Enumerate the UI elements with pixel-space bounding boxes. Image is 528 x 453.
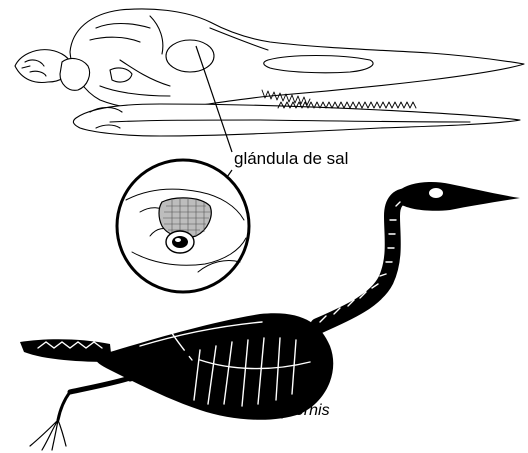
salt-gland-inset (117, 160, 249, 292)
tibia (70, 378, 130, 392)
tail (20, 339, 112, 362)
skull-orbit (166, 40, 214, 72)
skull-quadrate (60, 59, 90, 91)
genus-label: Baptornis (262, 402, 330, 420)
salt-gland-label: glándula de sal (234, 149, 348, 169)
toes (30, 420, 66, 450)
neck (318, 196, 408, 326)
skull-nostril (264, 56, 373, 73)
skull-drawing (15, 9, 524, 136)
foot (58, 392, 70, 420)
head (400, 182, 520, 211)
